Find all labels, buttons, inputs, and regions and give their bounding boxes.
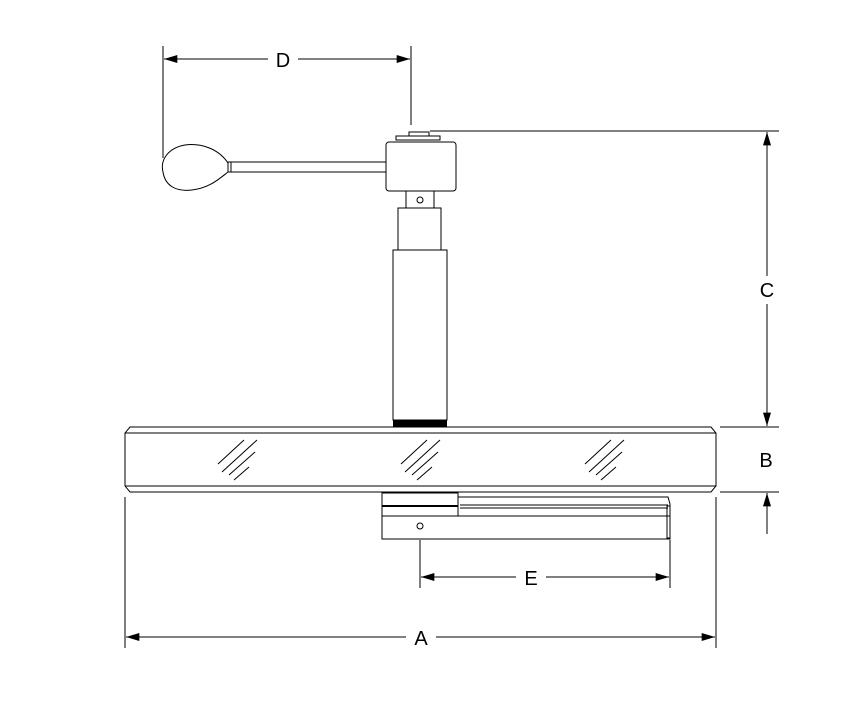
handle-rod [230,161,387,173]
glass-reflection-marks [217,439,625,481]
handle-knob [161,144,233,191]
bottom-bracket [381,492,671,540]
glass-top [124,426,717,493]
label-D: D [276,50,290,72]
extension-lines [124,46,779,648]
label-B: B [759,450,772,472]
adjuster-head [385,131,457,209]
support-column [392,207,448,427]
label-E: E [524,568,537,590]
label-C: C [760,280,774,302]
label-A: A [414,628,428,650]
